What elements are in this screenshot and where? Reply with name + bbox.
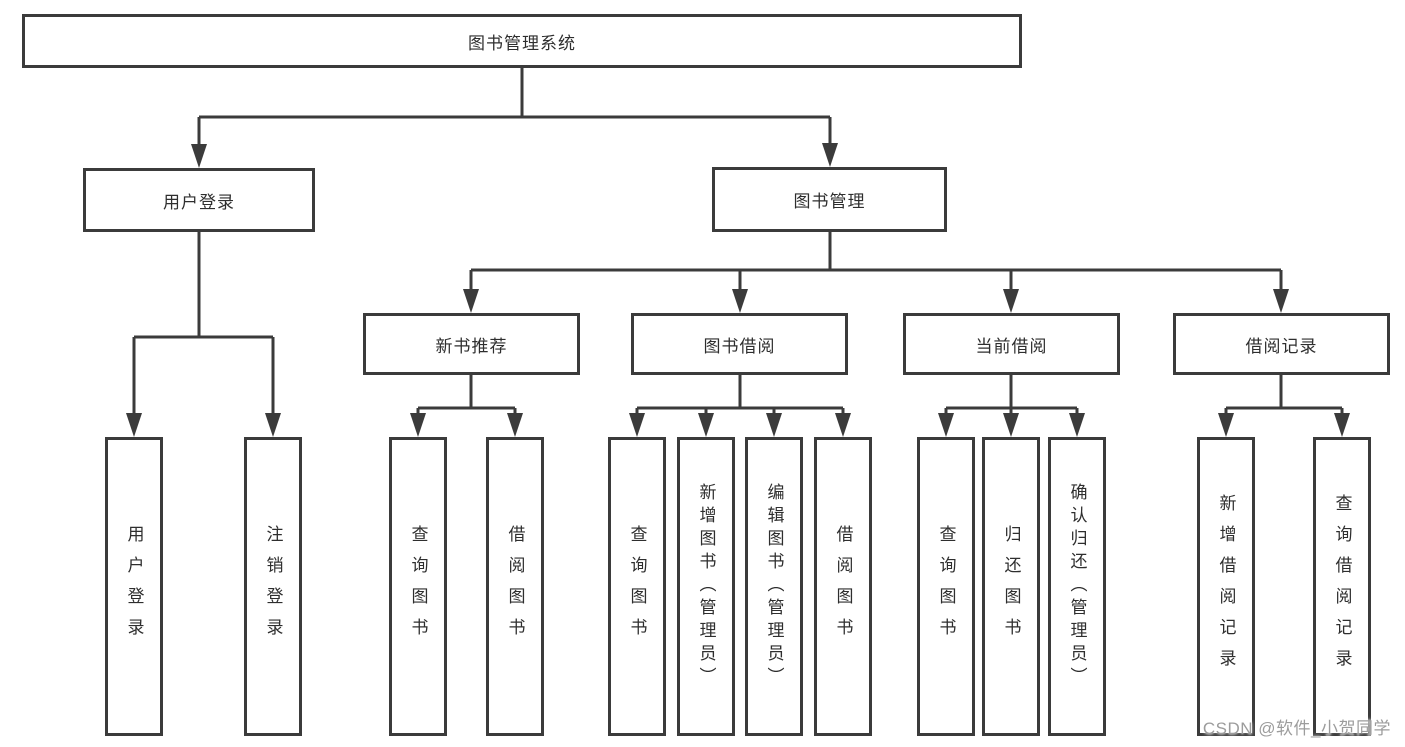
leaf-label: 查询图书 [627, 524, 647, 649]
leaf-label: 归还图书 [1001, 524, 1021, 649]
node-label: 新书推荐 [435, 336, 508, 356]
leaf-query-book: 查询图书 [389, 437, 447, 736]
node-book-borrow: 图书借阅 [631, 313, 848, 375]
leaf-label: 用户登录 [124, 524, 144, 649]
node-borrow-records: 借阅记录 [1173, 313, 1390, 375]
leaf-add-book-admin: 新增图书（管理员） [677, 437, 735, 736]
node-label: 图书借阅 [703, 336, 776, 356]
node-label: 图书管理系统 [468, 33, 576, 53]
leaf-query-book: 查询图书 [917, 437, 975, 736]
node-label: 借阅记录 [1245, 336, 1318, 356]
watermark: CSDN @软件_小贺同学 [1202, 719, 1391, 738]
leaf-label: 查询图书 [936, 524, 956, 649]
node-book-management: 图书管理 [712, 167, 947, 232]
leaf-confirm-return-admin: 确认归还（管理员） [1048, 437, 1106, 736]
leaf-user-login: 用户登录 [105, 437, 163, 736]
node-current-borrow: 当前借阅 [903, 313, 1120, 375]
leaf-label: 编辑图书（管理员） [764, 483, 784, 690]
leaf-borrow-book: 借阅图书 [814, 437, 872, 736]
leaf-edit-book-admin: 编辑图书（管理员） [745, 437, 803, 736]
node-label: 当前借阅 [975, 336, 1048, 356]
leaf-label: 借阅图书 [505, 524, 525, 649]
node-new-book-recommend: 新书推荐 [363, 313, 580, 375]
arrowheads [126, 143, 1350, 437]
node-user-login: 用户登录 [83, 168, 315, 232]
leaf-label: 查询图书 [408, 524, 428, 649]
leaf-label: 借阅图书 [833, 524, 853, 649]
leaf-label: 确认归还（管理员） [1067, 483, 1087, 690]
leaf-label: 注销登录 [263, 524, 283, 649]
leaf-label: 新增借阅记录 [1216, 493, 1236, 680]
node-library-system: 图书管理系统 [22, 14, 1022, 68]
leaf-add-borrow-record: 新增借阅记录 [1197, 437, 1255, 736]
leaf-return-book: 归还图书 [982, 437, 1040, 736]
leaf-query-book: 查询图书 [608, 437, 666, 736]
leaf-logout-login: 注销登录 [244, 437, 302, 736]
leaf-query-borrow-record: 查询借阅记录 [1313, 437, 1371, 736]
node-label: 图书管理 [793, 192, 866, 211]
leaf-borrow-book: 借阅图书 [486, 437, 544, 736]
leaf-label: 查询借阅记录 [1332, 493, 1352, 680]
leaf-label: 新增图书（管理员） [696, 483, 716, 690]
node-label: 用户登录 [163, 192, 235, 212]
